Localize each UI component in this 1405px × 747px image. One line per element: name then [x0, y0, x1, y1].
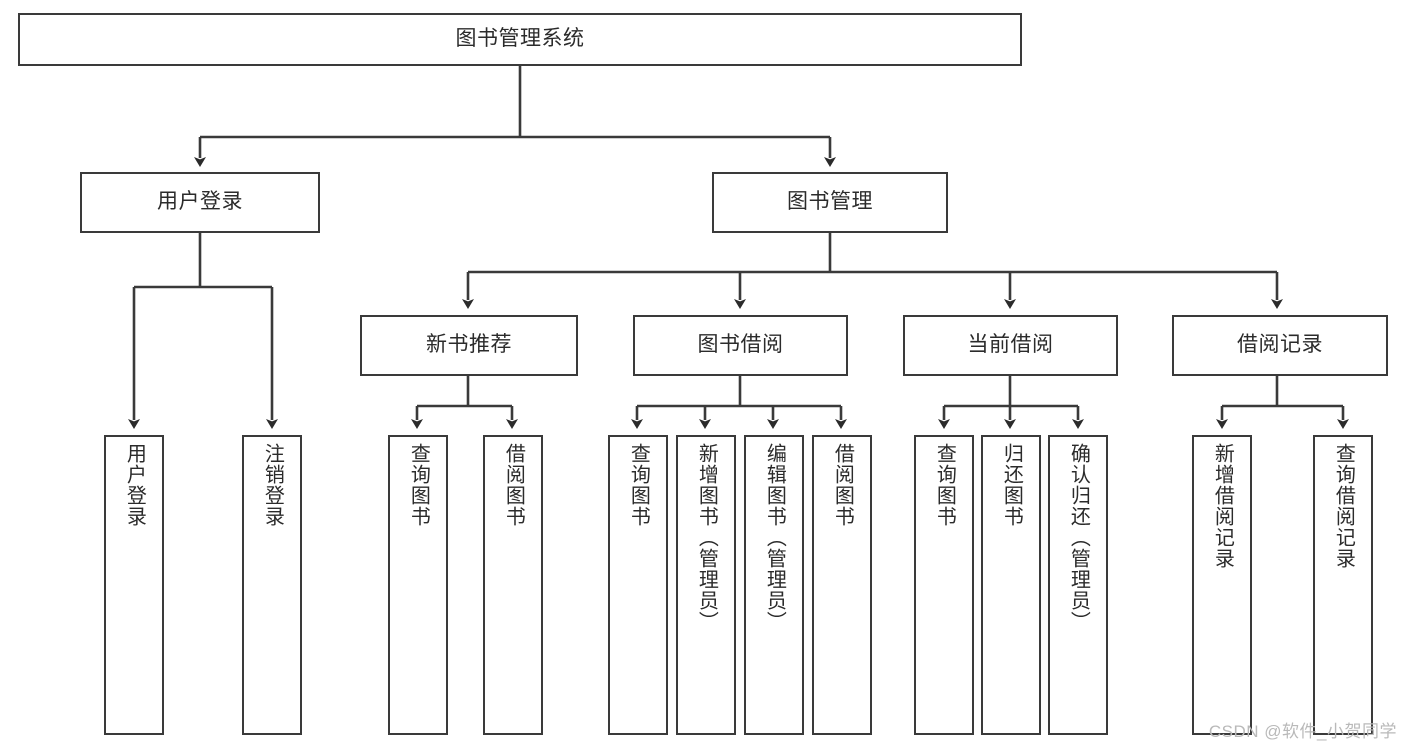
- leaf-current-borrow-confirm-return[interactable]: 确认归还（管理员）: [1048, 435, 1108, 735]
- leaf-borrow-record-query[interactable]: 查询借阅记录: [1313, 435, 1373, 735]
- node-label: 借阅记录: [1237, 333, 1323, 357]
- leaf-current-borrow-query[interactable]: 查询图书: [914, 435, 974, 735]
- node-new-book-recommend[interactable]: 新书推荐: [360, 315, 578, 376]
- node-label: 编辑图书（管理员）: [763, 443, 786, 632]
- node-label: 用户登录: [157, 190, 243, 214]
- node-label: 当前借阅: [967, 333, 1054, 357]
- node-current-borrow[interactable]: 当前借阅: [903, 315, 1118, 376]
- node-root-system[interactable]: 图书管理系统: [18, 13, 1022, 66]
- node-book-management[interactable]: 图书管理: [712, 172, 948, 233]
- node-label: 确认归还（管理员）: [1067, 443, 1090, 632]
- node-label: 新书推荐: [426, 333, 512, 357]
- node-label: 新增借阅记录: [1211, 443, 1234, 569]
- node-book-borrow[interactable]: 图书借阅: [633, 315, 848, 376]
- node-label: 归还图书: [1000, 443, 1023, 527]
- leaf-user-login-signin[interactable]: 用户登录: [104, 435, 164, 735]
- node-label: 注销登录: [261, 443, 284, 527]
- node-label: 借阅图书: [502, 443, 525, 527]
- leaf-borrow-record-add[interactable]: 新增借阅记录: [1192, 435, 1252, 735]
- leaf-user-login-signout[interactable]: 注销登录: [242, 435, 302, 735]
- node-label: 查询图书: [933, 443, 956, 527]
- node-label: 查询图书: [407, 443, 430, 527]
- leaf-book-borrow-query[interactable]: 查询图书: [608, 435, 668, 735]
- node-label: 用户登录: [123, 443, 146, 527]
- node-label: 图书借阅: [697, 333, 784, 357]
- leaf-new-book-borrow[interactable]: 借阅图书: [483, 435, 543, 735]
- node-label: 图书管理系统: [455, 27, 585, 51]
- node-label: 借阅图书: [831, 443, 854, 527]
- node-label: 查询图书: [627, 443, 650, 527]
- node-user-login[interactable]: 用户登录: [80, 172, 320, 233]
- node-label: 图书管理: [787, 190, 873, 214]
- node-borrow-record[interactable]: 借阅记录: [1172, 315, 1388, 376]
- leaf-book-borrow-add[interactable]: 新增图书（管理员）: [676, 435, 736, 735]
- leaf-current-borrow-return[interactable]: 归还图书: [981, 435, 1041, 735]
- leaf-book-borrow-edit[interactable]: 编辑图书（管理员）: [744, 435, 804, 735]
- leaf-book-borrow-borrow[interactable]: 借阅图书: [812, 435, 872, 735]
- leaf-new-book-query[interactable]: 查询图书: [388, 435, 448, 735]
- node-label: 新增图书（管理员）: [695, 443, 718, 632]
- node-label: 查询借阅记录: [1332, 443, 1355, 569]
